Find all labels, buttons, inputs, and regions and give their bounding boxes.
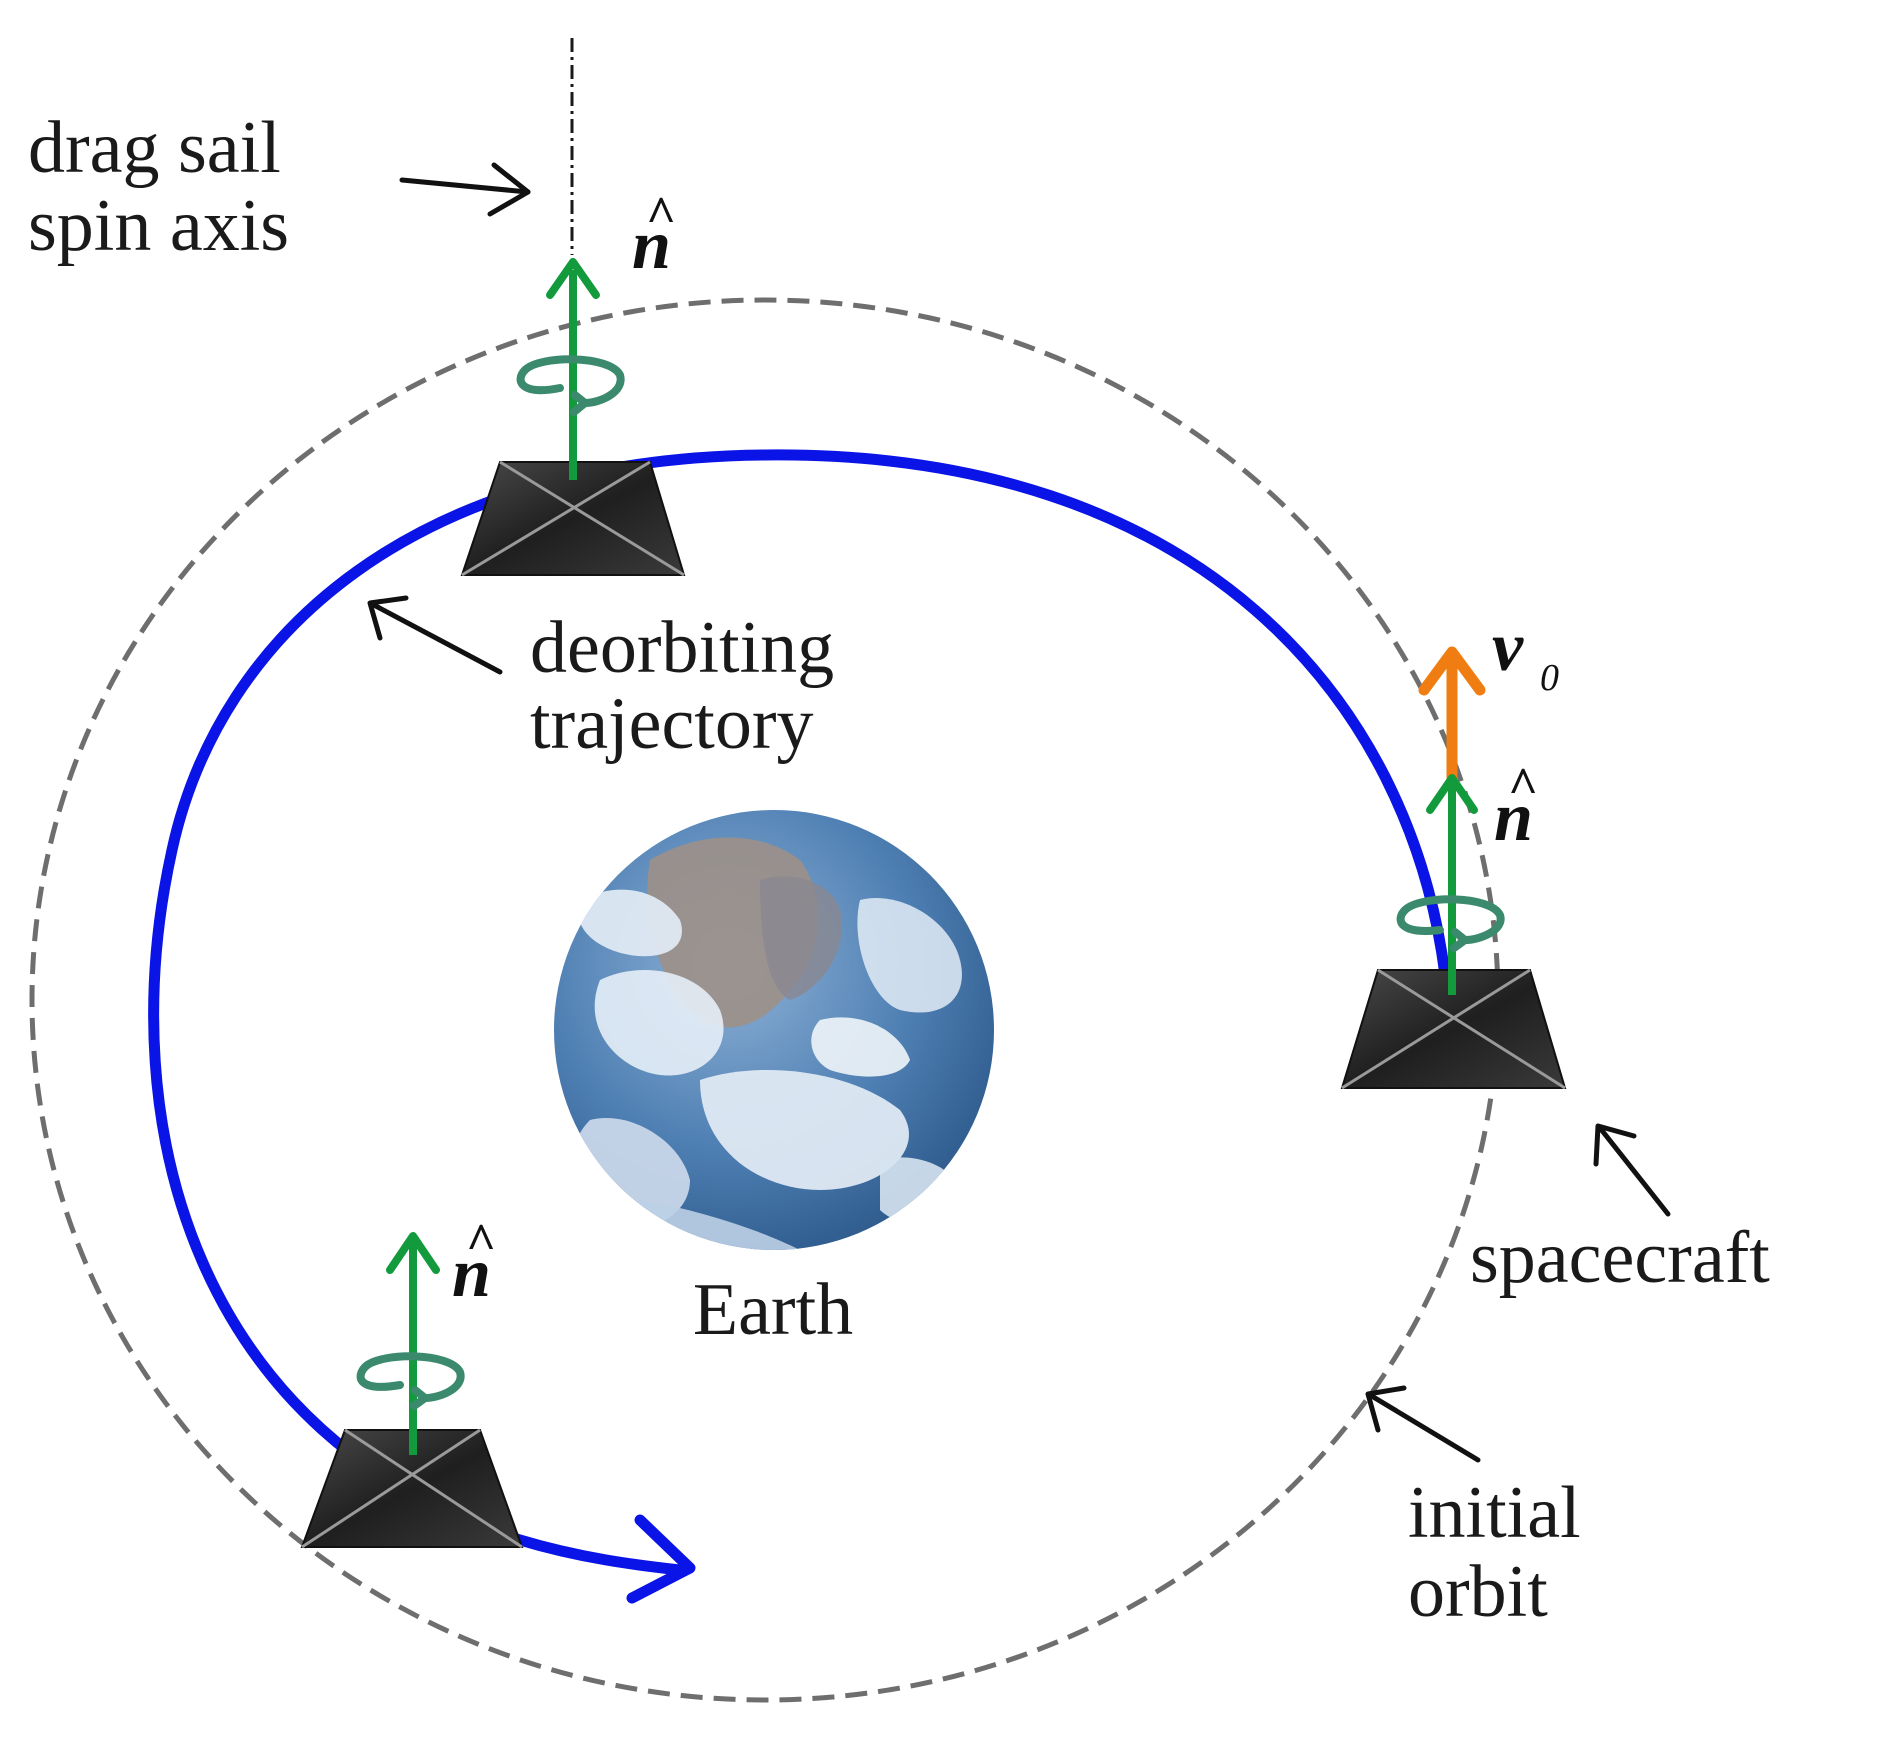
rotation-arrow-icon <box>1396 895 1505 952</box>
earth-globe-icon <box>554 810 994 1250</box>
velocity-symbol: v <box>1492 609 1524 686</box>
normal-arrowhead-top <box>546 258 600 299</box>
normal-symbol-bottom: n <box>452 1235 491 1312</box>
velocity-subscript: 0 <box>1540 657 1559 699</box>
trajectory-label-line1: deorbiting <box>530 607 834 689</box>
normal-arrowhead-right <box>1426 774 1478 814</box>
rotation-arrow-icon <box>516 355 625 416</box>
trajectory-pointer-arrow <box>367 595 503 675</box>
spin-axis-label-line2: spin axis <box>28 185 289 267</box>
trajectory-arrowhead <box>626 1514 696 1604</box>
spacecraft-right <box>1340 968 1567 1090</box>
normal-hat-bottom: ^ <box>466 1214 496 1271</box>
normal-hat-top: ^ <box>646 187 676 244</box>
earth-label: Earth <box>693 1269 853 1351</box>
orbit-pointer-arrow <box>1365 1385 1481 1463</box>
spacecraft-pointer-arrow <box>1593 1123 1671 1217</box>
rotation-arrow-icon <box>356 1352 465 1410</box>
spacecraft-top <box>460 460 686 577</box>
spacecraft-label: spacecraft <box>1470 1217 1770 1299</box>
spacecraft-bottom <box>300 1428 524 1549</box>
velocity-arrowhead <box>1418 646 1486 696</box>
normal-hat-right: ^ <box>1508 758 1538 815</box>
normal-symbol-right: n <box>1494 779 1533 856</box>
normal-arrowhead-bottom <box>386 1232 440 1274</box>
trajectory-label-line2: trajectory <box>530 683 814 765</box>
spin-axis-pointer-arrow <box>399 162 531 217</box>
orbit-label-line1: initial <box>1408 1472 1581 1554</box>
spin-axis-label-line1: drag sail <box>28 107 281 189</box>
normal-symbol-top: n <box>632 207 671 284</box>
orbit-label-line2: orbit <box>1408 1551 1548 1633</box>
